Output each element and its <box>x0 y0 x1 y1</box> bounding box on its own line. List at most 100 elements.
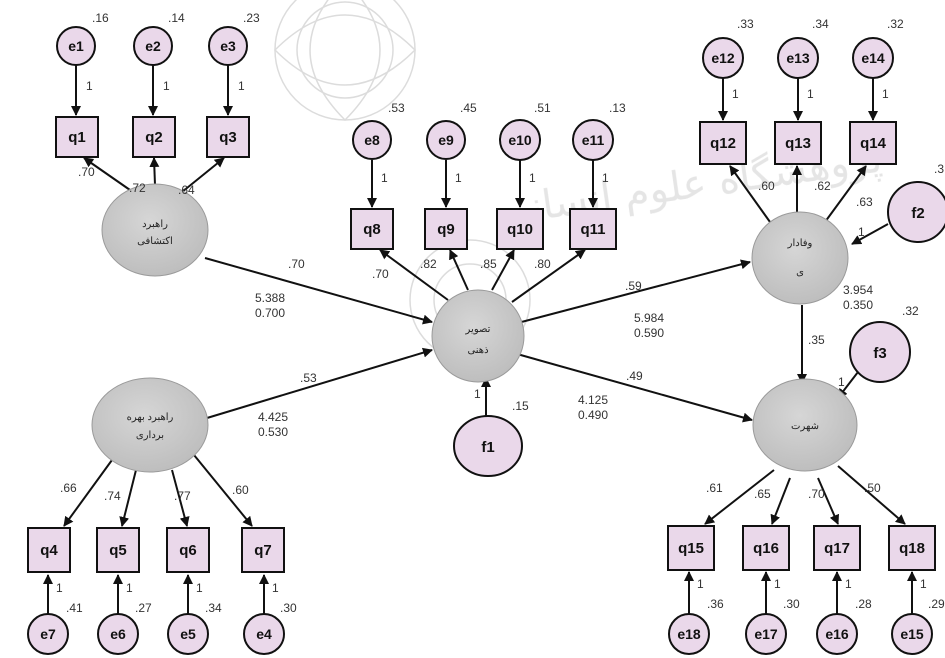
var-f3: .32 <box>902 304 919 318</box>
svg-text:e9: e9 <box>438 132 454 148</box>
disturbance-f3: f3 <box>849 321 911 383</box>
fixed-path-labels: 1 1 1 1 1 1 1 1 1 1 1 1 1 1 1 1 1 1 1 1 … <box>56 79 927 595</box>
box-q10: q10 <box>496 208 544 250</box>
error-variance-labels: .16 .14 .23 .53 .45 .51 .13 .33 .34 .32 … <box>66 11 945 615</box>
fix-e6: 1 <box>126 581 133 595</box>
t-l4-l5: 3.954 <box>843 283 873 297</box>
structural-labels: .70 5.388 0.700 .53 4.425 0.530 .59 5.98… <box>255 257 873 439</box>
var-e4: .30 <box>280 601 297 615</box>
fix-f1: 1 <box>474 387 481 401</box>
svg-text:f1: f1 <box>481 439 494 456</box>
svg-text:q7: q7 <box>254 542 272 559</box>
var-e2: .14 <box>168 11 185 25</box>
error-e15: e15 <box>891 613 933 655</box>
error-e9: e9 <box>426 120 466 160</box>
var-e12: .33 <box>737 17 754 31</box>
box-q5: q5 <box>96 527 140 573</box>
path-l5-q15 <box>704 469 775 525</box>
latent-mental-image-label-2: ذهنی <box>467 345 488 356</box>
svg-text:e4: e4 <box>256 626 272 642</box>
svg-text:e15: e15 <box>900 626 924 642</box>
path-l1-q3 <box>181 157 225 193</box>
r2-l3-l5: 0.490 <box>578 408 608 422</box>
box-q12: q12 <box>699 121 747 165</box>
path-l1-l3 <box>204 257 433 325</box>
svg-text:q10: q10 <box>507 221 533 238</box>
fix-f3: 1 <box>838 375 845 389</box>
path-l5-q17 <box>817 477 839 525</box>
box-q14: q14 <box>849 121 897 165</box>
error-e1: e1 <box>56 26 96 66</box>
load-q12: .60 <box>758 179 775 193</box>
latent-mental-image-label-1: تصویر <box>465 324 491 335</box>
error-e16: e16 <box>816 613 858 655</box>
load-q3: .64 <box>178 183 195 197</box>
svg-text:e18: e18 <box>677 626 701 642</box>
var-e9: .45 <box>460 101 477 115</box>
observed-variables: q1 q2 q3 q8 q9 q10 q11 q12 q13 q14 q4 q5… <box>27 116 936 573</box>
box-q8: q8 <box>350 208 394 250</box>
svg-text:e16: e16 <box>825 626 849 642</box>
latent-variables: راهبرد اکتشافی راهبرد بهره برداری تصویر … <box>91 183 858 473</box>
load-q9: .82 <box>420 257 437 271</box>
box-q2: q2 <box>132 116 176 158</box>
svg-text:q4: q4 <box>40 542 58 559</box>
error-e13: e13 <box>777 37 819 79</box>
error-e18: e18 <box>668 613 710 655</box>
fix-e16: 1 <box>845 577 852 591</box>
coef-l2-l3: .53 <box>300 371 317 385</box>
var-e7: .41 <box>66 601 83 615</box>
latent-loyalty-label-1: وفادار <box>787 238 813 249</box>
svg-text:q1: q1 <box>68 129 86 146</box>
var-e16: .28 <box>855 597 872 611</box>
fix-e12: 1 <box>732 87 739 101</box>
box-q15: q15 <box>667 525 715 571</box>
error-e4: e4 <box>243 613 285 655</box>
latent-exploitative-label-1: راهبرد بهره <box>127 412 174 423</box>
path-l4-q14 <box>824 165 867 223</box>
path-l3-l5 <box>509 351 753 423</box>
load-q7: .60 <box>232 483 249 497</box>
latent-reputation: شهرت <box>752 378 858 472</box>
box-q11: q11 <box>569 208 617 250</box>
box-q6: q6 <box>166 527 210 573</box>
svg-text:q18: q18 <box>899 540 925 557</box>
svg-text:q14: q14 <box>860 135 887 152</box>
t-l2-l3: 4.425 <box>258 410 288 424</box>
var-f2: .3 <box>934 162 944 176</box>
fix-e8: 1 <box>381 171 388 185</box>
error-e11: e11 <box>572 119 614 161</box>
svg-text:f2: f2 <box>911 205 924 222</box>
t-l1-l3: 5.388 <box>255 291 285 305</box>
fix-e10: 1 <box>529 171 536 185</box>
latent-loyalty: وفادار ی <box>751 211 849 305</box>
svg-text:e13: e13 <box>786 50 810 66</box>
box-q1: q1 <box>55 116 99 158</box>
path-l3-q8 <box>379 249 449 301</box>
latent-exploratory-label-2: اکتشافی <box>137 236 173 247</box>
t-l3-l5: 4.125 <box>578 393 608 407</box>
load-q13: .62 <box>814 179 831 193</box>
svg-text:q2: q2 <box>145 129 163 146</box>
load-q15: .61 <box>706 481 723 495</box>
svg-text:q15: q15 <box>678 540 704 557</box>
error-e7: e7 <box>27 613 69 655</box>
error-e14: e14 <box>852 37 894 79</box>
r2-l1-l3: 0.700 <box>255 306 285 320</box>
fix-e1: 1 <box>86 79 93 93</box>
coef-l1-l3: .70 <box>288 257 305 271</box>
fix-e14: 1 <box>882 87 889 101</box>
path-l3-q10 <box>491 249 515 291</box>
r2-l3-l4: 0.590 <box>634 326 664 340</box>
var-e10: .51 <box>534 101 551 115</box>
var-e3: .23 <box>243 11 260 25</box>
error-e5: e5 <box>167 613 209 655</box>
path-l2-q7 <box>193 454 253 527</box>
var-e6: .27 <box>135 601 152 615</box>
var-e14: .32 <box>887 17 904 31</box>
path-l2-q4 <box>63 459 113 527</box>
path-l3-l4 <box>509 259 751 326</box>
latent-reputation-label: شهرت <box>791 421 819 432</box>
loading-labels: .70 .72 .64 .70 .82 .85 .80 .60 .62 .63 … <box>60 165 881 503</box>
svg-text:q13: q13 <box>785 135 811 152</box>
